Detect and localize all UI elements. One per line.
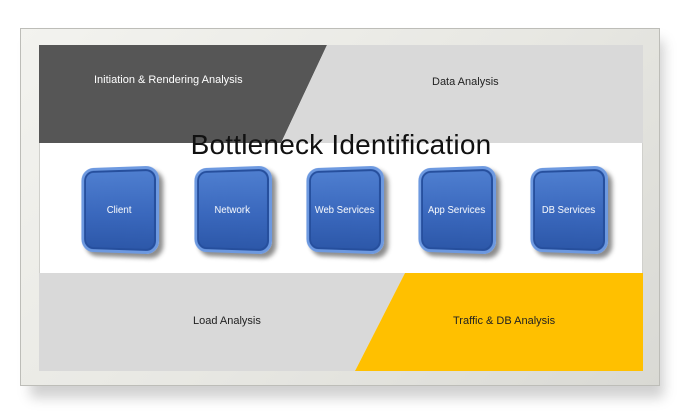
band-initiation-rendering — [39, 45, 327, 143]
band-traffic-db — [355, 273, 643, 371]
component-db-services: DB Services — [530, 165, 609, 255]
band-data-analysis — [281, 45, 643, 143]
data-analysis-label: Data Analysis — [432, 76, 499, 88]
diagram-panel: Initiation & Rendering Analysis Data Ana… — [39, 45, 643, 371]
initiation-rendering-label: Initiation & Rendering Analysis — [94, 74, 243, 86]
component-client: Client — [81, 165, 160, 255]
band-background — [39, 45, 643, 371]
picture-frame: Initiation & Rendering Analysis Data Ana… — [20, 28, 660, 386]
component-network: Network — [194, 165, 273, 255]
component-web-services: Web Services — [306, 165, 385, 255]
diagram-title: Bottleneck Identification — [190, 129, 492, 160]
traffic-db-analysis-label: Traffic & DB Analysis — [453, 315, 556, 327]
component-app-services: App Services — [418, 165, 497, 255]
load-analysis-label: Load Analysis — [193, 315, 261, 327]
band-load-analysis — [39, 273, 405, 371]
